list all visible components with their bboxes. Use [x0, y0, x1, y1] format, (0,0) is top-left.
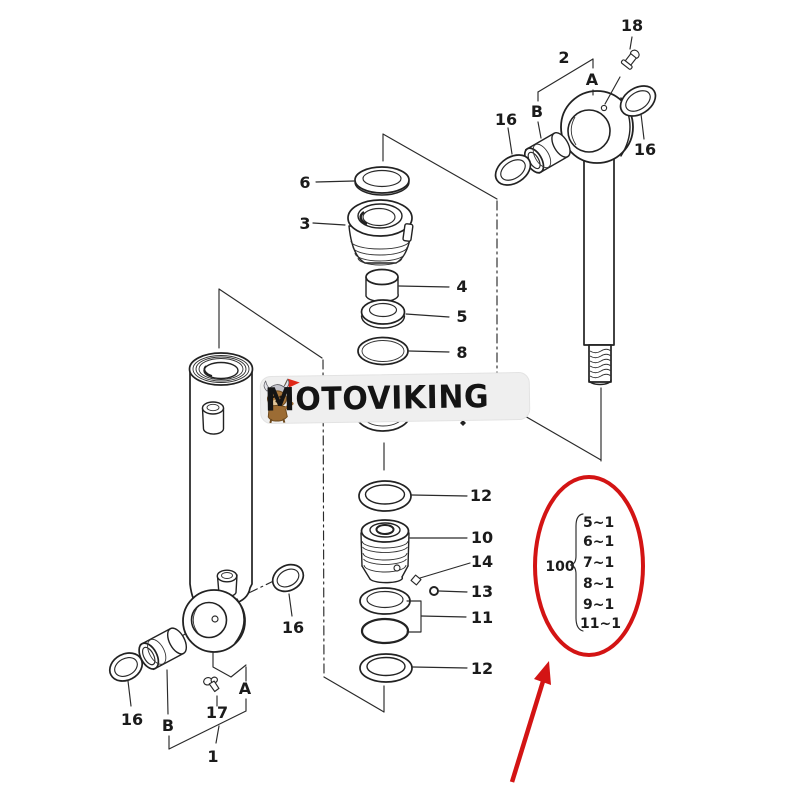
- callout-item-5: 5~1: [583, 515, 614, 531]
- callout-item-7: 7~1: [583, 555, 614, 571]
- ring-16-rod-left: [494, 154, 532, 186]
- part-label-6: 6: [299, 173, 310, 192]
- part-label-14: 14: [471, 552, 493, 571]
- highlight-arrow-shaft: [509, 677, 547, 783]
- highlight-arrow-head: [534, 661, 551, 685]
- part-13-ball: [429, 586, 439, 596]
- part-label-16-rod-left: 16: [495, 110, 517, 129]
- part-label-16-clevis-right: 16: [282, 618, 304, 637]
- seal-kit-leaders: [312, 180, 471, 669]
- watermark-pill: MOTOVIKING: [259, 371, 531, 425]
- part-6-ring: [354, 166, 410, 196]
- leader-18b: [604, 76, 621, 105]
- part-label-A-tube: A: [239, 679, 252, 698]
- part-label-10: 10: [471, 528, 493, 547]
- grease-fitting: [620, 49, 640, 70]
- part-label-16-rod-right: 16: [634, 140, 656, 159]
- part-label-5: 5: [456, 307, 467, 326]
- seal-kit-column: [312, 166, 471, 683]
- clevis-bushing: [138, 627, 188, 671]
- callout-assembly-number: 100: [545, 559, 574, 575]
- leader-18: [629, 36, 633, 50]
- callout-item-11: 11~1: [580, 616, 621, 632]
- group-bracket-2: [537, 58, 594, 139]
- cylinder-tube-assembly: [108, 352, 305, 750]
- part-4-spacer: [365, 268, 399, 303]
- leader-16-left: [507, 127, 513, 155]
- ring-16-clevis-right: [271, 563, 305, 593]
- part-12-ring-upper: [358, 480, 412, 512]
- part-label-8: 8: [456, 343, 467, 362]
- callout-item-6: 6~1: [583, 534, 614, 550]
- ring-16-clevis-left: [108, 652, 144, 682]
- leader-16-right: [640, 113, 645, 140]
- part-label-18: 18: [621, 16, 643, 35]
- dash-mark: [460, 420, 466, 426]
- grease-fitting-17: [203, 676, 220, 693]
- part-10-piston: [360, 519, 410, 584]
- clevis-eye: [182, 589, 246, 653]
- part-label-3: 3: [299, 214, 310, 233]
- ring-16-rod-right: [619, 85, 657, 117]
- part-8-o-ring: [357, 336, 409, 366]
- callout-item-8: 8~1: [583, 576, 614, 592]
- piston-rod: [583, 157, 615, 386]
- part-5-ring: [360, 299, 406, 329]
- part-number-labels: 6 3 4 5 8 12 10 14 13 11 12 16 B 2 A 18 …: [121, 16, 656, 766]
- watermark-brand-text: MOTOVIKING: [264, 377, 490, 419]
- part-11-rings: [359, 587, 467, 645]
- part-label-A-rod: A: [586, 70, 599, 89]
- tube-port: [201, 401, 225, 435]
- part-label-13: 13: [471, 582, 493, 601]
- part-label-1: 1: [207, 747, 218, 766]
- part-label-B-rod: B: [531, 102, 543, 121]
- fitting-pointer: [212, 652, 247, 678]
- part-label-11: 11: [471, 608, 493, 627]
- part-label-4: 4: [456, 277, 467, 296]
- callout-brace: [569, 513, 584, 632]
- part-label-17: 17: [206, 703, 228, 722]
- viking-dog-logo-icon: [263, 378, 300, 424]
- part-label-12-lower: 12: [471, 659, 493, 678]
- tube-group-leaders: [127, 593, 293, 750]
- part-14-valve: [410, 574, 422, 586]
- part-12-ring-lower: [359, 653, 413, 683]
- part-3-gland: [347, 199, 414, 266]
- callout-item-9: 9~1: [583, 597, 614, 613]
- tube-top-threads: [188, 352, 254, 386]
- part-label-2: 2: [558, 48, 569, 67]
- seal-kit-callout: 100 5~1 6~1 7~1 8~1 9~1 11~1: [509, 475, 645, 783]
- rod-eye: [560, 90, 634, 164]
- rod-assembly: [494, 36, 657, 386]
- part-label-16-clevis-left: 16: [121, 710, 143, 729]
- part-label-12-upper: 12: [470, 486, 492, 505]
- part-label-B-tube: B: [162, 716, 174, 735]
- highlight-ellipse: [533, 475, 645, 657]
